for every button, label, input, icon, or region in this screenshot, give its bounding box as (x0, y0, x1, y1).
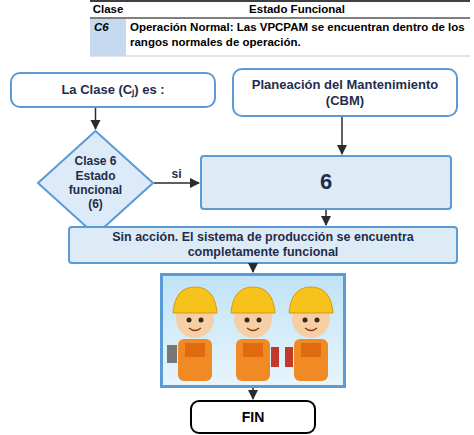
workers-illustration (160, 273, 346, 388)
node-text: FIN (242, 409, 265, 426)
worker-figure (231, 287, 279, 381)
node-text: La Clase (Cⱼ) es : (61, 82, 164, 98)
node-text: 6 (320, 169, 332, 195)
node-text: Clase 6 Estado funcional (6) (63, 154, 129, 212)
table-cell: C6 (90, 19, 126, 56)
worker-tool (285, 347, 293, 367)
worker-bib (243, 343, 263, 357)
worker-figure (285, 287, 333, 381)
worker-body (178, 339, 212, 381)
start-box: La Clase (Cⱼ) es : (10, 72, 216, 108)
worker-eye (257, 318, 262, 323)
worker-eye (245, 318, 250, 323)
worker-figure (167, 287, 217, 381)
edge-label: si (172, 167, 182, 181)
worker-bib (301, 343, 321, 357)
worker-bib (185, 343, 205, 357)
illustration-frame (162, 275, 345, 387)
worker-body (294, 339, 328, 381)
flow-arrow (341, 117, 343, 154)
table-header: Clase (90, 2, 126, 18)
table-rule (90, 0, 470, 2)
worker-eye (303, 318, 308, 323)
flow-arrow (252, 264, 254, 272)
worker-eye (315, 318, 320, 323)
worker-tool (167, 345, 177, 363)
flow-arrow (252, 388, 254, 399)
worker-helmet (289, 287, 333, 313)
flow-arrow (95, 108, 97, 129)
node-text: Sin acción. El sistema de producción se … (77, 230, 449, 260)
process-box: Planeación del Mantenimiento (CBM) (232, 68, 458, 117)
worker-mouth (189, 328, 201, 331)
worker-helmet (173, 287, 217, 313)
process-box: 6 (200, 155, 452, 210)
worker-mouth (247, 328, 259, 331)
node-text: Planeación del Mantenimiento (CBM) (250, 77, 440, 108)
worker-eye (199, 318, 204, 323)
table-header: Estado Funcional (126, 2, 468, 18)
decision-diamond: Clase 6 Estado funcional (6) (37, 130, 154, 236)
table-rule (90, 56, 470, 57)
worker-mouth (305, 328, 317, 331)
worker-tool (271, 347, 279, 367)
table-cell: Operación Normal: Las VPCPAM se encuentr… (128, 19, 468, 56)
worker-helmet (231, 287, 275, 313)
worker-eye (187, 318, 192, 323)
flow-arrow (154, 182, 199, 184)
flow-arrow (325, 210, 327, 225)
diamond-shape (38, 131, 153, 235)
process-box: Sin acción. El sistema de producción se … (68, 226, 458, 264)
table-rule (90, 18, 470, 19)
end-box: FIN (190, 400, 316, 434)
worker-body (236, 339, 270, 381)
